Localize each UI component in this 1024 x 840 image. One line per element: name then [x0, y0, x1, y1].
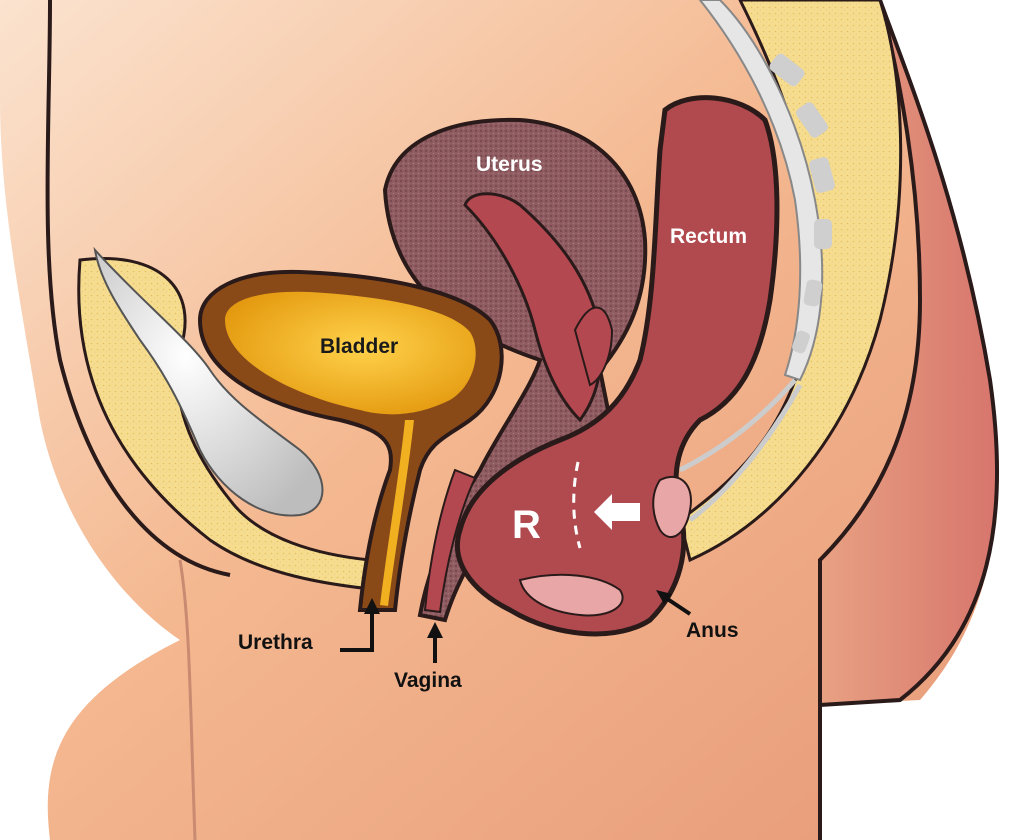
- buttock: [818, 0, 1000, 708]
- perineal-body: [518, 573, 624, 617]
- urethra-label: Urethra: [238, 631, 313, 654]
- vagina-label: Vagina: [394, 669, 462, 692]
- abdominal-wall-line: [45, 0, 231, 577]
- vagina-pointer: [427, 622, 443, 663]
- pubic-bone: [93, 246, 324, 517]
- anus-label: Anus: [686, 619, 739, 642]
- rectum-label: Rectum: [670, 225, 747, 248]
- rectocele-label: R: [512, 503, 541, 547]
- urethra-pointer: [340, 598, 380, 652]
- uterus-cavity: [463, 192, 603, 423]
- rectocele-dashed-line: [572, 461, 582, 549]
- urethra-channel: [380, 420, 414, 606]
- uterus-label: Uterus: [476, 153, 543, 176]
- thigh-outline: [178, 559, 197, 840]
- vagina-canal: [423, 468, 477, 614]
- rectocele-arrow: [594, 494, 640, 530]
- bladder-lumen: [225, 291, 476, 415]
- sacrum-coccyx: [698, 0, 835, 382]
- cervix: [573, 306, 614, 387]
- rectum-wall: [454, 95, 780, 637]
- pelvic-floor-strands: [678, 378, 803, 522]
- anal-sphincter: [652, 475, 692, 538]
- bladder-label: Bladder: [320, 335, 398, 358]
- anus-pointer: [656, 590, 692, 616]
